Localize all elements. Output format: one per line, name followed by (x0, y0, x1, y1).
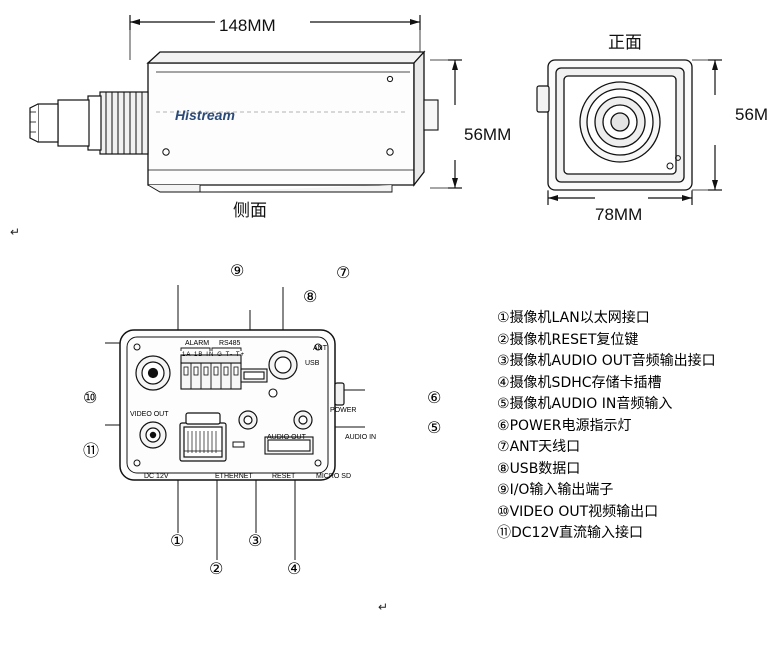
label-terminal-pins: 1A 1B IN G T- T+ (182, 352, 246, 358)
legend-num-4: ④ (497, 374, 510, 391)
side-view-drawing (29, 15, 462, 193)
callout-3: ③ (248, 531, 263, 550)
dimension-length-label: 148MM (219, 16, 276, 35)
legend-item-10: ⑩VIDEO OUT视频输出口 (497, 502, 767, 524)
dimension-width-front-label: 78MM (595, 205, 643, 224)
legend-item-1: ①摄像机LAN以太网接口 (497, 308, 767, 330)
callout-8: ⑧ (303, 287, 318, 306)
legend-num-2: ② (497, 331, 510, 348)
callout-10: ⑩ (83, 388, 98, 407)
legend-num-3: ③ (497, 353, 510, 369)
callout-4: ④ (287, 559, 302, 578)
legend-item-11: ⑪DC12V直流输入接口 (497, 523, 767, 545)
callout-2: ② (209, 559, 224, 578)
legend-item-7: ⑦ANT天线口 (497, 437, 767, 459)
legend-item-9: ⑨I/O输入输出端子 (497, 480, 767, 502)
paragraph-mark-top-left: ↵ (10, 225, 21, 239)
legend-num-10: ⑩ (497, 503, 510, 520)
legend-text-3: 摄像机AUDIO OUT音频输出接口 (509, 353, 716, 369)
legend-num-1: ① (497, 310, 510, 326)
legend-item-4: ④摄像机SDHC存储卡插槽 (497, 373, 767, 395)
label-ethernet: ETHERNET (215, 473, 253, 480)
paragraph-mark-bottom: ↵ (378, 600, 389, 614)
rear-panel-drawing (105, 285, 365, 560)
legend-text-11: DC12V直流输入接口 (511, 525, 643, 541)
side-view-title: 侧面 (233, 201, 267, 221)
callout-9: ⑨ (230, 261, 245, 280)
legend-num-7: ⑦ (497, 439, 510, 455)
legend-item-2: ②摄像机RESET复位键 (497, 330, 767, 352)
label-ant: ANT (313, 345, 327, 352)
legend-num-8: ⑧ (497, 460, 510, 477)
legend-list: ①摄像机LAN以太网接口 ②摄像机RESET复位键 ③摄像机AUDIO OUT音… (497, 308, 767, 545)
label-power: POWER (330, 407, 357, 414)
label-rs485: RS485 (219, 340, 241, 347)
legend-num-9: ⑨ (497, 482, 510, 498)
label-dc12v: DC 12V (144, 473, 169, 480)
legend-text-7: ANT天线口 (509, 439, 581, 455)
label-reset: RESET (272, 473, 296, 480)
legend-num-11: ⑪ (497, 525, 511, 541)
label-audio-in: AUDIO IN (345, 434, 377, 441)
legend-item-3: ③摄像机AUDIO OUT音频输出接口 (497, 351, 767, 373)
legend-text-4: 摄像机SDHC存储卡插槽 (509, 374, 662, 391)
dimension-height-side-label: 56MM (464, 125, 512, 144)
legend-text-8: USB数据口 (509, 460, 581, 477)
label-audio-out: AUDIO OUT (267, 434, 306, 441)
callout-7: ⑦ (336, 263, 351, 282)
label-alarm: ALARM (185, 340, 210, 347)
legend-text-6: POWER电源指示灯 (509, 417, 632, 434)
legend-text-1: 摄像机LAN以太网接口 (509, 310, 650, 326)
callout-1: ① (170, 531, 185, 550)
front-view-title: 正面 (608, 33, 642, 53)
legend-num-5: ⑤ (497, 396, 510, 412)
label-micro-sd: MICRO SD (316, 473, 351, 480)
callout-5: ⑤ (427, 418, 442, 437)
front-view-drawing (536, 59, 722, 205)
callout-6: ⑥ (427, 388, 442, 407)
legend-item-8: ⑧USB数据口 (497, 459, 767, 481)
legend-item-5: ⑤摄像机AUDIO IN音频输入 (497, 394, 767, 416)
label-usb: USB (305, 360, 320, 367)
legend-text-10: VIDEO OUT视频输出口 (509, 503, 659, 520)
legend-text-2: 摄像机RESET复位键 (509, 331, 639, 348)
legend-item-6: ⑥POWER电源指示灯 (497, 416, 767, 438)
legend-num-6: ⑥ (497, 417, 510, 434)
legend-text-9: I/O输入输出端子 (509, 482, 614, 498)
legend-text-5: 摄像机AUDIO IN音频输入 (509, 396, 673, 412)
dimension-height-front-label: 56M (735, 105, 769, 124)
brand-label: Histream (175, 107, 235, 123)
callout-11: ⑪ (83, 441, 100, 460)
label-video-out: VIDEO OUT (130, 411, 169, 418)
